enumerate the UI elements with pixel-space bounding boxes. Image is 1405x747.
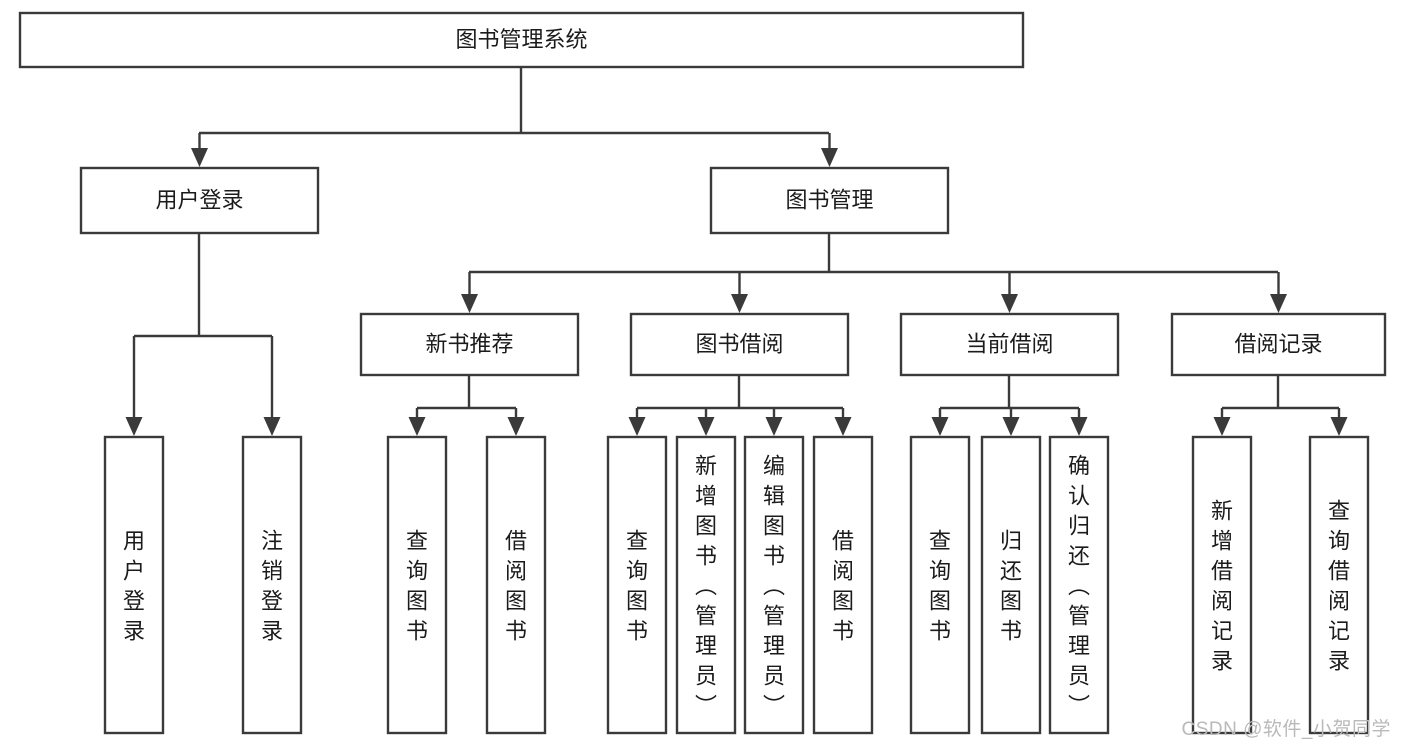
node-box bbox=[1308, 435, 1370, 735]
arrow-head-icon bbox=[1001, 294, 1018, 313]
node-box bbox=[629, 312, 850, 377]
arrow-head-icon bbox=[408, 417, 426, 436]
node-label: 借阅图书 bbox=[832, 528, 854, 643]
node-label: 新增图书︵管理员︶ bbox=[695, 453, 717, 718]
node-label: 图书管理 bbox=[785, 187, 873, 212]
node-box bbox=[359, 312, 580, 377]
node-current-borrow[interactable]: 当前借阅 bbox=[899, 312, 1120, 377]
node-box bbox=[485, 435, 547, 735]
node-leaf-add-record[interactable]: 新增借阅记录 bbox=[1191, 435, 1253, 735]
node-label: 查询图书 bbox=[406, 528, 428, 643]
node-box bbox=[18, 11, 1025, 69]
arrow-head-icon bbox=[731, 294, 748, 313]
node-box bbox=[79, 166, 320, 235]
arrow-head-icon bbox=[628, 417, 646, 436]
node-box bbox=[606, 435, 668, 735]
node-leaf-confirm-return[interactable]: 确认归还︵管理员︶ bbox=[1048, 435, 1110, 735]
arrow-head-icon bbox=[821, 148, 838, 167]
node-leaf-edit-book[interactable]: 编辑图书︵管理员︶ bbox=[743, 435, 805, 735]
node-borrow-record[interactable]: 借阅记录 bbox=[1170, 312, 1387, 377]
node-label: 查询图书 bbox=[626, 528, 648, 643]
node-book-borrow[interactable]: 图书借阅 bbox=[629, 312, 850, 377]
node-label: 编辑图书︵管理员︶ bbox=[763, 453, 785, 718]
arrow-head-icon bbox=[263, 417, 281, 436]
node-box bbox=[386, 435, 448, 735]
node-label: 归还图书 bbox=[1000, 528, 1022, 643]
node-leaf-user-login[interactable]: 用户登录 bbox=[103, 435, 165, 735]
node-label: 借阅图书 bbox=[505, 528, 527, 643]
arrow-head-icon bbox=[191, 148, 208, 167]
node-user-login[interactable]: 用户登录 bbox=[79, 166, 320, 235]
watermark-label: CSDN @软件_小贺同学 bbox=[1181, 719, 1391, 740]
node-leaf-query-book-1[interactable]: 查询图书 bbox=[386, 435, 448, 735]
node-label: 注销登录 bbox=[261, 528, 283, 643]
node-leaf-query-book-3[interactable]: 查询图书 bbox=[909, 435, 971, 735]
node-label: 借阅记录 bbox=[1234, 331, 1322, 356]
node-label: 用户登录 bbox=[123, 528, 145, 643]
node-layer: 图书管理系统用户登录图书管理新书推荐图书借阅当前借阅借阅记录用户登录注销登录查询… bbox=[18, 11, 1387, 735]
node-box bbox=[909, 435, 971, 735]
node-leaf-add-book[interactable]: 新增图书︵管理员︶ bbox=[675, 435, 737, 735]
node-box bbox=[709, 166, 950, 235]
node-label: 用户登录 bbox=[155, 187, 243, 212]
node-box bbox=[980, 435, 1042, 735]
node-leaf-query-book-2[interactable]: 查询图书 bbox=[606, 435, 668, 735]
node-box bbox=[743, 435, 805, 735]
node-leaf-borrow-book-1[interactable]: 借阅图书 bbox=[485, 435, 547, 735]
arrow-head-icon bbox=[1070, 417, 1088, 436]
arrow-head-icon bbox=[765, 417, 783, 436]
arrow-head-icon bbox=[507, 417, 525, 436]
node-box bbox=[675, 435, 737, 735]
node-label: 新增借阅记录 bbox=[1211, 498, 1233, 673]
node-leaf-logout[interactable]: 注销登录 bbox=[241, 435, 303, 735]
node-box bbox=[1170, 312, 1387, 377]
node-book-mgmt[interactable]: 图书管理 bbox=[709, 166, 950, 235]
node-label: 确认归还︵管理员︶ bbox=[1068, 453, 1090, 718]
connector-layer bbox=[125, 67, 1348, 436]
arrow-head-icon bbox=[834, 417, 852, 436]
node-leaf-return-book[interactable]: 归还图书 bbox=[980, 435, 1042, 735]
node-new-book-rec[interactable]: 新书推荐 bbox=[359, 312, 580, 377]
node-box bbox=[103, 435, 165, 735]
node-box bbox=[1048, 435, 1110, 735]
arrow-head-icon bbox=[125, 417, 143, 436]
arrow-head-icon bbox=[931, 417, 949, 436]
arrow-head-icon bbox=[1330, 417, 1348, 436]
node-label: 图书借阅 bbox=[695, 331, 783, 356]
node-box bbox=[1191, 435, 1253, 735]
node-leaf-borrow-book-2[interactable]: 借阅图书 bbox=[812, 435, 874, 735]
node-leaf-query-record[interactable]: 查询借阅记录 bbox=[1308, 435, 1370, 735]
arrow-head-icon bbox=[461, 294, 478, 313]
node-box bbox=[241, 435, 303, 735]
arrow-head-icon bbox=[1002, 417, 1020, 436]
arrow-head-icon bbox=[1213, 417, 1231, 436]
node-box bbox=[899, 312, 1120, 377]
node-label: 新书推荐 bbox=[425, 331, 513, 356]
arrow-head-icon bbox=[1270, 294, 1287, 313]
arrow-head-icon bbox=[697, 417, 715, 436]
node-root[interactable]: 图书管理系统 bbox=[18, 11, 1025, 69]
node-label: 查询借阅记录 bbox=[1328, 498, 1350, 673]
node-label: 当前借阅 bbox=[965, 331, 1053, 356]
node-label: 查询图书 bbox=[929, 528, 951, 643]
node-label: 图书管理系统 bbox=[455, 27, 587, 52]
node-box bbox=[812, 435, 874, 735]
